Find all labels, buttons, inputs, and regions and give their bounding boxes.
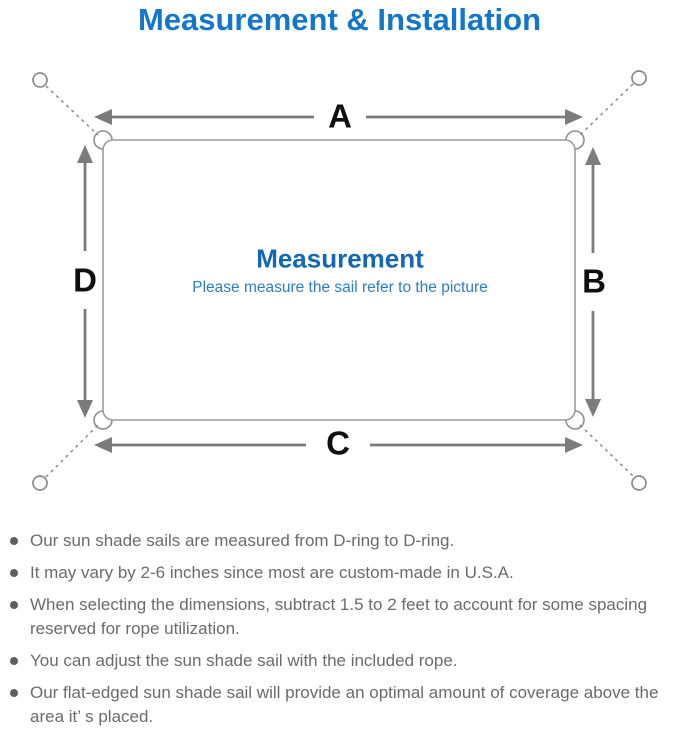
page-title: Measurement & Installation [137,2,542,37]
note-text: When selecting the dimensions, subtract … [30,595,648,638]
dimension-label-c: C [326,424,350,462]
dimension-label-a: A [328,97,352,135]
bullet-icon [10,657,18,665]
bullet-icon [10,537,18,545]
note-text: Our flat-edged sun shade sail will provi… [30,683,659,726]
note-text: It may vary by 2-6 inches since most are… [30,563,514,582]
anchor-point-top-right-icon [631,70,647,86]
notes-list: Our sun shade sails are measured from D-… [10,529,673,737]
arrow-a [94,109,583,125]
note-text: You can adjust the sun shade sail with t… [30,651,458,670]
measurement-heading: Measurement [256,243,424,274]
rope-line-bottom-left [45,424,99,478]
bullet-icon [10,689,18,697]
anchor-point-bottom-right-icon [631,475,647,491]
list-item: Our flat-edged sun shade sail will provi… [10,681,673,729]
bullet-icon [10,601,18,609]
sail-measurement-graphic [32,70,647,491]
rope-line-top-right [579,83,634,136]
arrow-d [77,145,93,418]
sail-outline [102,139,576,421]
measurement-arrows [77,109,601,453]
bullet-icon [10,569,18,577]
list-item: When selecting the dimensions, subtract … [10,593,673,641]
list-item: You can adjust the sun shade sail with t… [10,649,673,673]
rope-line-bottom-right [579,424,634,477]
rope-lines [45,83,634,478]
anchor-point-bottom-left-icon [32,475,48,491]
anchor-point-top-left-icon [32,72,48,88]
rope-line-top-left [45,85,99,136]
anchor-points [32,70,647,491]
arrow-c [94,437,583,453]
list-item: Our sun shade sails are measured from D-… [10,529,673,553]
measurement-subheading: Please measure the sail refer to the pic… [192,279,488,296]
arrow-b [585,147,601,417]
note-text: Our sun shade sails are measured from D-… [30,531,455,550]
dimension-label-b: B [582,262,606,300]
dimension-label-d: D [73,261,97,299]
list-item: It may vary by 2-6 inches since most are… [10,561,673,585]
